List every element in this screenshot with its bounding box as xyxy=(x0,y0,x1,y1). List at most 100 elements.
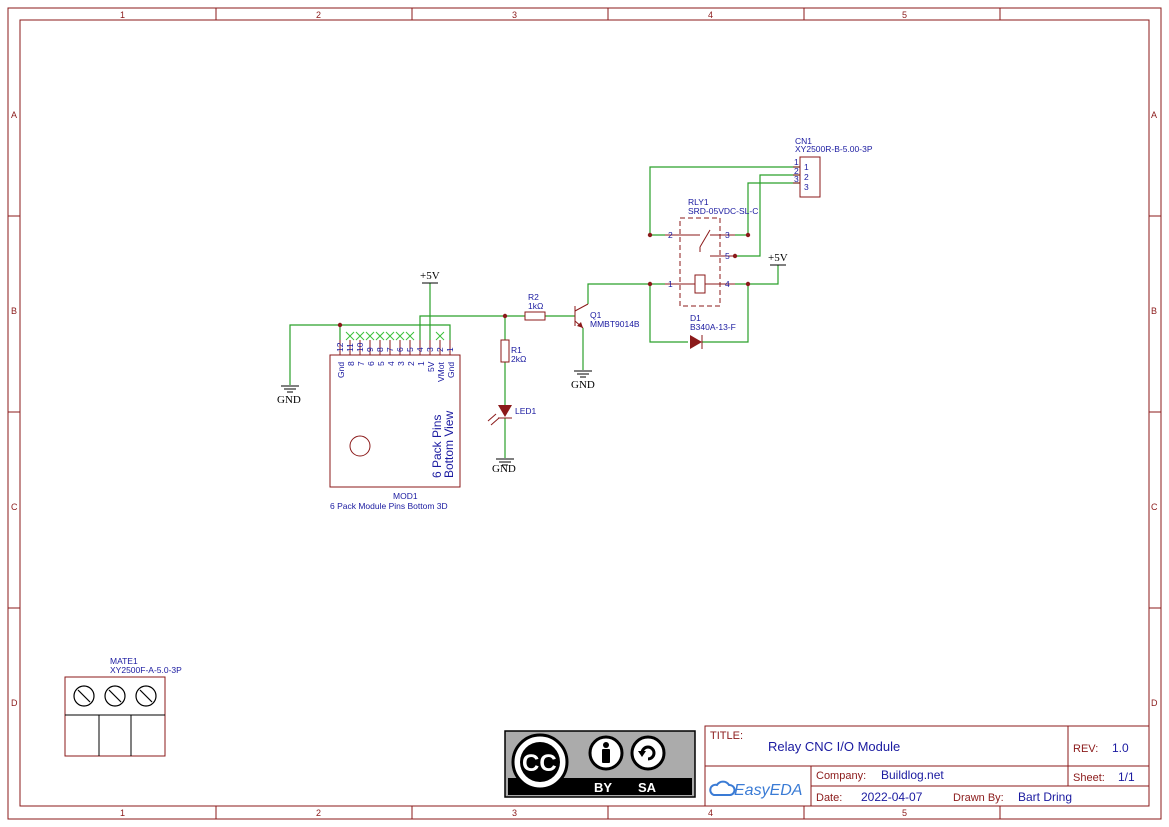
svg-text:1: 1 xyxy=(416,361,426,366)
zone-label-top: 4 xyxy=(708,10,713,20)
screw-terminal-icon xyxy=(73,685,157,707)
rly1-pin: 4 xyxy=(725,279,730,289)
drawn-by-label: Drawn By: xyxy=(953,792,1004,804)
mod1-inner-text: 6 Pack Pins xyxy=(430,415,444,478)
zone-label-bottom: 2 xyxy=(316,808,321,818)
relay-rly1[interactable]: 2 3 5 1 4 RLY1 SRD-05VDC-SL-C xyxy=(665,197,758,307)
license-by-label: BY xyxy=(594,780,612,795)
q1-value: MMBT9014B xyxy=(590,319,640,329)
mod1-ref: MOD1 xyxy=(393,491,418,501)
svg-text:5: 5 xyxy=(376,361,386,366)
cn1-pin-number: 2 xyxy=(794,166,799,176)
diode-d1[interactable]: D1 B340A-13-F xyxy=(690,313,736,349)
license-sa-label: SA xyxy=(638,780,657,795)
cn1-ref: CN1 xyxy=(795,136,812,146)
transistor-q1[interactable]: Q1 MMBT9014B xyxy=(574,303,640,329)
cc-logo-icon: CC xyxy=(511,733,569,791)
no-connect-markers xyxy=(345,331,445,341)
cn1-pin-number: 3 xyxy=(794,174,799,184)
sheet-label: Sheet: xyxy=(1073,772,1105,784)
mate1-value: XY2500F-A-5.0-3P xyxy=(110,665,182,675)
rly1-pin: 5 xyxy=(725,251,730,261)
svg-text:VMot: VMot xyxy=(436,362,446,382)
vcc-symbol-2: +5V xyxy=(768,252,788,266)
svg-text:8: 8 xyxy=(346,361,356,366)
cn1-pin-label: 2 xyxy=(804,172,809,182)
zone-label-top: 3 xyxy=(512,10,517,20)
mod1-inner-text: Bottom View xyxy=(442,411,456,478)
drawn-by-value: Bart Dring xyxy=(1018,790,1072,804)
zone-label-left: C xyxy=(11,502,18,512)
svg-text:11: 11 xyxy=(345,343,355,352)
svg-text:5: 5 xyxy=(405,347,415,352)
gnd-symbol-1 xyxy=(281,385,299,393)
svg-text:5V: 5V xyxy=(426,361,436,372)
zone-label-right: B xyxy=(1151,306,1157,316)
svg-text:4: 4 xyxy=(415,347,425,352)
company-label: Company: xyxy=(816,770,866,782)
resistor-r2[interactable]: R2 1kΩ xyxy=(524,292,546,321)
cn1-value: XY2500R-B-5.00-3P xyxy=(795,144,873,154)
zone-label-bottom: 4 xyxy=(708,808,713,818)
vcc-label: +5V xyxy=(420,270,440,282)
gnd-label: GND xyxy=(571,379,595,391)
cn1-pin-label: 1 xyxy=(804,162,809,172)
connector-cn1[interactable]: 1 2 3 1 2 3 CN1 XY2500R-B-5.00-3P xyxy=(793,136,873,198)
r1-ref: R1 xyxy=(511,345,522,355)
rly1-pin: 2 xyxy=(668,230,673,240)
rly1-pin: 3 xyxy=(725,230,730,240)
r1-value: 2kΩ xyxy=(511,354,526,364)
date-label: Date: xyxy=(816,792,842,804)
svg-text:8: 8 xyxy=(375,347,385,352)
svg-text:Gnd: Gnd xyxy=(336,362,346,378)
terminal-mate1[interactable]: MATE1 XY2500F-A-5.0-3P xyxy=(64,656,182,757)
rly1-ref: RLY1 xyxy=(688,197,709,207)
attribution-person-icon xyxy=(588,735,624,771)
mod1-pin-names: Gnd 8 7 6 5 4 3 2 1 5V VMot Gnd xyxy=(336,361,456,382)
zone-label-top: 5 xyxy=(902,10,907,20)
svg-text:2: 2 xyxy=(435,347,445,352)
zone-label-bottom: 3 xyxy=(512,808,517,818)
led-led1[interactable]: LED1 xyxy=(487,405,537,426)
zone-label-left: D xyxy=(11,698,18,708)
gnd-symbol-3 xyxy=(496,458,514,466)
svg-text:CC: CC xyxy=(522,750,557,777)
svg-text:3: 3 xyxy=(425,347,435,352)
svg-text:4: 4 xyxy=(386,361,396,366)
svg-text:6: 6 xyxy=(395,347,405,352)
junction-nodes xyxy=(337,159,806,328)
zone-label-left: B xyxy=(11,306,17,316)
rly1-pin: 1 xyxy=(668,279,673,289)
share-alike-icon xyxy=(630,735,666,771)
resistor-r1[interactable]: R1 2kΩ xyxy=(500,339,526,364)
gnd-label: GND xyxy=(492,463,516,475)
svg-text:9: 9 xyxy=(365,347,375,352)
date-value: 2022-04-07 xyxy=(861,790,923,804)
zone-label-top: 2 xyxy=(316,10,321,20)
q1-ref: Q1 xyxy=(590,310,602,320)
rev-label: REV: xyxy=(1073,743,1098,755)
cc-license-badge: CC BY SA xyxy=(504,730,696,798)
mate1-ref: MATE1 xyxy=(110,656,138,666)
zone-label-right: D xyxy=(1151,698,1158,708)
module-mod1[interactable]: 12 11 10 9 8 7 6 5 4 3 2 1 Gnd 8 7 6 5 4… xyxy=(329,331,461,511)
title-block: TITLE: Relay CNC I/O Module REV: 1.0 Com… xyxy=(704,725,1150,807)
sheet-value: 1/1 xyxy=(1118,770,1135,784)
mod1-value: 6 Pack Module Pins Bottom 3D xyxy=(330,501,448,511)
gnd-label: GND xyxy=(277,394,301,406)
zone-label-left: A xyxy=(11,110,17,120)
company-value: Buildlog.net xyxy=(881,768,944,782)
gnd-symbol-2 xyxy=(574,370,592,378)
rly1-value: SRD-05VDC-SL-C xyxy=(688,206,758,216)
wires xyxy=(289,166,800,458)
r2-ref: R2 xyxy=(528,292,539,302)
vcc-label: +5V xyxy=(768,252,788,264)
easyeda-cloud-icon xyxy=(709,780,736,796)
rev-value: 1.0 xyxy=(1112,741,1129,755)
zone-label-right: A xyxy=(1151,110,1157,120)
d1-ref: D1 xyxy=(690,313,701,323)
sheet-title: Relay CNC I/O Module xyxy=(768,739,900,754)
svg-text:1: 1 xyxy=(445,347,455,352)
svg-text:7: 7 xyxy=(385,347,395,352)
